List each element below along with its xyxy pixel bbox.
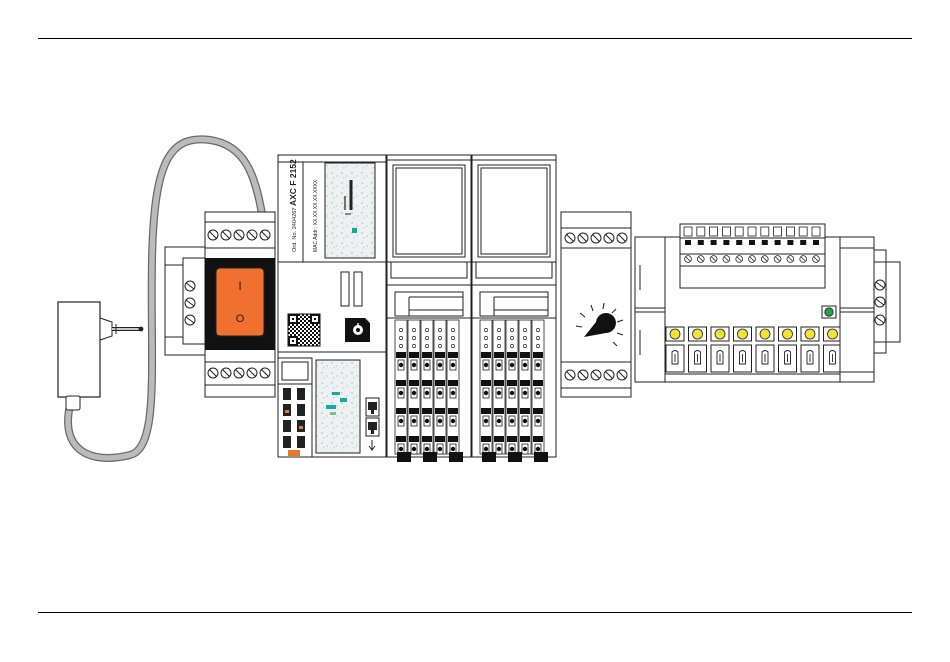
terminal-screw-icon[interactable] (736, 256, 743, 263)
io-terminal-column[interactable] (408, 320, 420, 454)
io-terminal-column[interactable] (434, 320, 446, 454)
terminal-screw-icon[interactable] (208, 368, 218, 378)
output-led (734, 327, 752, 341)
sd-card-slot[interactable] (341, 272, 349, 306)
io-terminal-column[interactable] (395, 320, 407, 454)
terminal-screw-icon[interactable] (617, 370, 627, 380)
io-foot-latch (482, 452, 496, 462)
output-terminal-slot[interactable] (689, 345, 707, 372)
terminal-screw-icon[interactable] (234, 230, 244, 240)
terminal-screw-icon[interactable] (685, 256, 692, 263)
status-led-panel (316, 360, 360, 453)
io-module-2 (472, 155, 556, 462)
output-led (824, 327, 842, 341)
io-terminal-column[interactable] (447, 320, 459, 454)
io-foot-latch (508, 452, 522, 462)
controller-order-number: Ord. No. 2404267 (292, 208, 298, 252)
io-module-1 (387, 155, 471, 462)
terminal-screw-icon[interactable] (247, 230, 257, 240)
io-foot-latch (534, 452, 548, 462)
controller-display-window (325, 163, 375, 258)
sd-card-slot-2[interactable] (354, 272, 362, 306)
terminal-screw-icon[interactable] (591, 370, 601, 380)
controller-model-label: AXC F 2152 (288, 159, 298, 206)
output-terminal-slot[interactable] (711, 345, 729, 372)
terminal-screw-icon[interactable] (208, 230, 218, 240)
terminal-screw-icon[interactable] (565, 233, 575, 243)
io-terminal-column[interactable] (506, 320, 518, 454)
output-terminal-slot[interactable] (756, 345, 774, 372)
output-terminal-slot[interactable] (734, 345, 752, 372)
output-terminal-slot[interactable] (824, 345, 842, 372)
power-switch-on-label: I (238, 279, 241, 293)
io-foot-latch (397, 452, 411, 462)
io-terminal-column[interactable] (480, 320, 492, 454)
terminal-screw-icon[interactable] (578, 370, 588, 380)
io-foot-latch (423, 452, 437, 462)
terminal-screw-icon[interactable] (697, 256, 704, 263)
terminal-screw-icon[interactable] (710, 256, 717, 263)
terminal-screw-icon[interactable] (800, 256, 807, 263)
power-supply-module: I O (205, 212, 275, 397)
output-led-module (635, 224, 842, 382)
terminal-screw-icon[interactable] (565, 370, 575, 380)
din-rail-right (840, 237, 900, 382)
terminal-screw-icon[interactable] (787, 256, 794, 263)
output-led (666, 327, 684, 341)
terminal-screw-icon[interactable] (247, 368, 257, 378)
plc-controller: Ord. No. 2404267 AXC F 2152 MAC Addr.: X… (278, 155, 386, 457)
terminal-screw-icon[interactable] (604, 370, 614, 380)
output-led (711, 327, 729, 341)
terminal-screw-icon[interactable] (221, 368, 231, 378)
output-led (801, 327, 819, 341)
output-led (689, 327, 707, 341)
output-terminal-slot[interactable] (779, 345, 797, 372)
terminal-screw-icon[interactable] (604, 233, 614, 243)
terminal-screw-icon[interactable] (591, 233, 601, 243)
terminal-screw-icon[interactable] (221, 230, 231, 240)
din-rail-left (165, 247, 205, 355)
output-led (779, 327, 797, 341)
power-switch-off-label: O (236, 313, 245, 325)
output-terminal-slot[interactable] (666, 345, 684, 372)
io-foot-latch (449, 452, 463, 462)
terminal-screw-icon[interactable] (617, 233, 627, 243)
potentiometer-module (561, 212, 631, 397)
terminal-screw-icon[interactable] (774, 256, 781, 263)
controller-mac-address: MAC Addr.: XX.XX.XX.XX.XXXX (313, 179, 319, 252)
io-terminal-column[interactable] (532, 320, 544, 454)
io-terminal-column[interactable] (421, 320, 433, 454)
terminal-screw-icon[interactable] (234, 368, 244, 378)
terminal-screw-icon[interactable] (578, 233, 588, 243)
io-terminal-column[interactable] (493, 320, 505, 454)
power-adapter (58, 302, 143, 410)
output-terminal-slot[interactable] (801, 345, 819, 372)
output-led (756, 327, 774, 341)
terminal-screw-icon[interactable] (260, 368, 270, 378)
io-terminal-column[interactable] (519, 320, 531, 454)
terminal-screw-icon[interactable] (723, 256, 730, 263)
terminal-screw-icon[interactable] (761, 256, 768, 263)
terminal-screw-icon[interactable] (813, 256, 820, 263)
io-modules (387, 155, 556, 462)
terminal-screw-icon[interactable] (260, 230, 270, 240)
terminal-screw-icon[interactable] (749, 256, 756, 263)
